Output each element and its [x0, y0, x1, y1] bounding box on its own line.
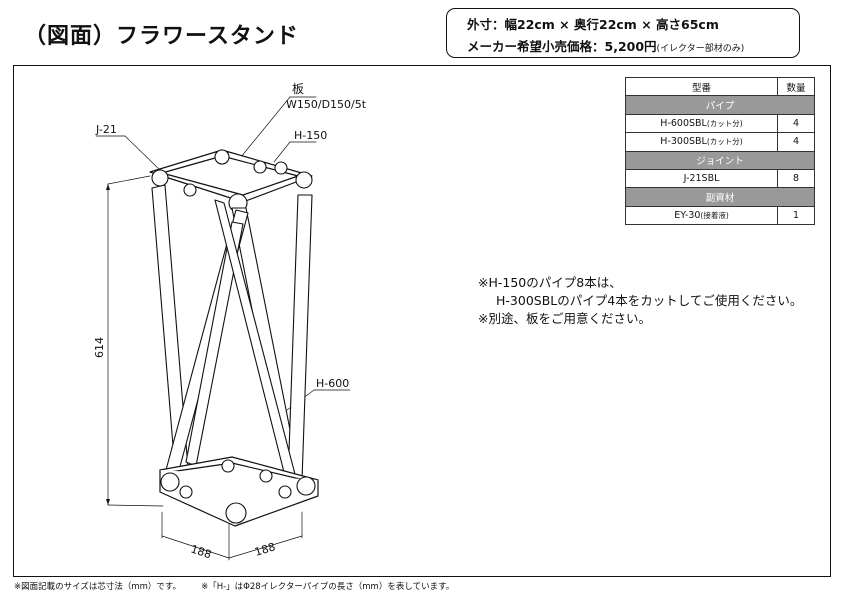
part-note: (カット分)	[706, 137, 743, 147]
part-qty: 1	[777, 205, 815, 226]
part-model: H-300SBL	[660, 136, 707, 148]
table-row: EY-30(接着液) 1	[625, 205, 815, 226]
table-row: H-300SBL(カット分) 4	[625, 132, 815, 152]
note-line: ※別途、板をご用意ください。	[478, 311, 651, 326]
section-supplies: 副資材	[625, 187, 815, 207]
short-pipe-label: H-150	[294, 129, 327, 142]
drawing-frame	[13, 65, 831, 577]
joint-label: J-21	[95, 123, 117, 136]
price-note: (イレクター部材のみ)	[656, 44, 745, 54]
part-model: H-600SBL	[660, 117, 707, 129]
price-label: メーカー希望小売価格：5,200円	[467, 39, 657, 54]
board-size-label: W150/D150/5t	[286, 98, 367, 111]
width-dimension: 188	[189, 542, 213, 561]
note-line: H-300SBLのパイプ4本をカットしてご使用ください。	[496, 293, 803, 308]
model-header: 型番	[625, 76, 778, 97]
height-dimension: 614	[93, 337, 106, 358]
dimensions-text: 外寸：幅22cm × 奥行22cm × 高さ65cm	[467, 17, 719, 32]
note-line: ※H-150のパイプ8本は、	[478, 275, 622, 290]
price-text: メーカー希望小売価格：5,200円(イレクター部材のみ)	[467, 36, 744, 55]
depth-dimension: 188	[253, 540, 277, 559]
spec-box: 外寸：幅22cm × 奥行22cm × 高さ65cm メーカー希望小売価格：5,…	[446, 8, 800, 58]
parts-table: 型番 数量 パイプ H-600SBL(カット分) 4 H-300SBL(カット分…	[625, 76, 815, 226]
board-label: 板	[292, 82, 304, 96]
part-qty: 4	[777, 113, 815, 134]
part-qty: 4	[777, 132, 815, 152]
footer-note: ※図面記載のサイズは芯寸法（mm）です。	[14, 582, 182, 592]
footer-notes: ※図面記載のサイズは芯寸法（mm）です。 ※「H-」はΦ28イレクターパイプの長さ…	[14, 580, 454, 592]
part-qty: 8	[777, 168, 815, 189]
assembly-notes: ※H-150のパイプ8本は、 H-300SBLのパイプ4本をカットしてご使用くだ…	[478, 274, 802, 328]
part-note: (カット分)	[706, 118, 743, 128]
part-model: J-21SBL	[683, 173, 720, 185]
table-row: J-21SBL 8	[625, 168, 815, 189]
section-pipe: パイプ	[625, 95, 815, 115]
footer-note: ※「H-」はΦ28イレクターパイプの長さ（mm）を表しています。	[201, 582, 455, 592]
qty-header: 数量	[777, 76, 815, 97]
long-pipe-label: H-600	[316, 377, 349, 390]
section-joint: ジョイント	[625, 150, 815, 170]
table-row: H-600SBL(カット分) 4	[625, 113, 815, 134]
part-note: (接着液)	[700, 210, 729, 220]
part-model: EY-30	[674, 209, 701, 221]
page-title: （図面）フラワースタンド	[24, 24, 299, 49]
